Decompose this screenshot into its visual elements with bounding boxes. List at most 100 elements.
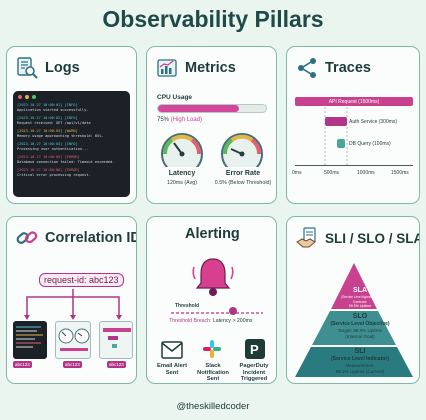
mini-log-panel xyxy=(13,321,47,359)
log-timestamp: [2023-10-27 10:00:05] xyxy=(17,155,65,159)
email-alert-label: Email Alert Sent xyxy=(156,363,188,376)
cpu-usage-value: 75% (High Load) xyxy=(157,117,203,123)
logs-title: Logs xyxy=(45,60,80,76)
log-lines: [2023-10-27 10:00:01] [INFO]Application … xyxy=(17,103,126,178)
page-title: Observability Pillars xyxy=(102,6,324,32)
sla-detail: 99.5% Uptime xyxy=(348,304,372,308)
correlation-card: Correlation ID request-id: abc123 xyxy=(6,216,137,384)
log-message: Application started successfully. xyxy=(17,108,89,112)
trace-tick: 0ms xyxy=(292,170,302,176)
sli-sub: (Service Level Indicator) xyxy=(331,356,389,362)
email-icon xyxy=(161,341,183,359)
mini-metrics-panel xyxy=(55,321,91,359)
latency-label: Latency xyxy=(168,170,196,177)
sli-detail: Measurement: xyxy=(345,363,375,368)
pagerduty-icon: P xyxy=(245,339,265,359)
cpu-usage-label: CPU Usage xyxy=(157,94,193,101)
cpu-usage-fill xyxy=(158,105,239,112)
sli-title: SLI / SLO / SLA xyxy=(325,230,420,246)
correlation-tag-traces: abc123 xyxy=(107,361,126,368)
threshold-label: Threshold xyxy=(175,303,200,309)
slo-label: SLO xyxy=(352,313,368,320)
log-level: [INFO] xyxy=(64,103,78,107)
trace-span-auth-label: Auth Service (300ms) xyxy=(349,119,398,125)
error-rate-label: Error Rate xyxy=(225,170,261,177)
trace-tick: 1500ms xyxy=(391,170,409,176)
threshold-breach-text: Threshold Breach: Latency > 200ms xyxy=(169,318,253,324)
log-message: Critical error processing request. xyxy=(17,173,91,177)
metrics-card: Metrics CPU Usage 75% (High Load) Latenc… xyxy=(146,46,277,204)
trace-guides xyxy=(324,107,348,165)
traces-card: Traces API Request (1500ms) Auth Service… xyxy=(286,46,420,204)
log-timestamp: [2023-10-27 10:00:04] xyxy=(17,142,65,146)
slo-sub: (Service Level Objective) xyxy=(330,321,390,327)
log-message: Request received: GET /api/v1/data xyxy=(17,121,91,125)
log-timestamp: [2023-10-27 10:00:03] xyxy=(17,129,65,133)
mini-gauges-icon xyxy=(58,328,90,351)
log-level: [ERROR] xyxy=(64,168,80,172)
sla-detail: Contract: xyxy=(352,300,368,304)
log-terminal: [2023-10-27 10:00:01] [INFO]Application … xyxy=(13,91,130,197)
log-level: [INFO] xyxy=(64,142,78,146)
trace-span-db-query xyxy=(337,139,345,148)
log-message: Database connection failed: Timeout exce… xyxy=(17,160,115,164)
log-message: Memory usage approaching threshold: 85%. xyxy=(17,134,104,138)
log-entry: [2023-10-27 10:00:01] [INFO] xyxy=(17,103,126,108)
log-timestamp: [2023-10-27 10:00:02] xyxy=(17,116,65,120)
sla-pyramid xyxy=(295,263,413,377)
log-entry: [2023-10-27 10:00:02] [INFO] xyxy=(17,116,126,121)
log-message: Processing user authentication... xyxy=(17,147,89,151)
trace-span-auth-service xyxy=(325,117,347,126)
threshold-line xyxy=(171,307,263,315)
sli-label: SLI xyxy=(354,348,366,355)
log-entry: [2023-10-27 10:00:03] [WARN] xyxy=(17,129,126,134)
bar-chart-icon xyxy=(157,59,177,77)
metrics-title: Metrics xyxy=(185,60,236,76)
slo-detail: Target: 99.9% Uptime xyxy=(337,328,383,333)
sla-sub: (Service Level Agreement) xyxy=(341,295,379,299)
sla-detail: (Customer Guarantee with refund clause) xyxy=(334,308,386,312)
slack-notification-label: Slack Notification Sent xyxy=(197,363,229,382)
trace-tick: 500ms xyxy=(324,170,340,176)
latency-value: 120ms (Avg) xyxy=(167,180,197,186)
slo-detail: (Internal Goal) xyxy=(345,334,375,339)
log-entry: [2023-10-27 10:00:05] [ERROR] xyxy=(17,155,126,160)
pagerduty-incident-label: PagerDuty Incident Triggered xyxy=(239,363,269,382)
handshake-document-icon xyxy=(296,227,316,248)
error-rate-value: 0.5% (Below Threshold) xyxy=(214,180,272,186)
bell-icon xyxy=(192,258,234,296)
sla-label: SLA xyxy=(353,287,367,294)
log-entry: [2023-10-27 10:00:04] [INFO] xyxy=(17,142,126,147)
correlation-tag-metrics: abc123 xyxy=(63,361,82,368)
log-level: [WARN] xyxy=(64,129,78,133)
alerting-title: Alerting xyxy=(185,226,240,242)
sli-card: SLI / SLO / SLA SLA (Service Level Agree… xyxy=(286,216,420,384)
slack-icon xyxy=(203,340,221,358)
correlation-title: Correlation ID xyxy=(45,230,137,246)
trace-span-api-request: API Request (1500ms) xyxy=(295,97,413,106)
chain-link-icon xyxy=(16,231,38,244)
log-level: [INFO] xyxy=(64,116,78,120)
svg-text:P: P xyxy=(250,342,259,357)
terminal-window-dots xyxy=(18,95,36,99)
mini-log-lines xyxy=(16,326,43,348)
footer-handle: @theskilledcoder xyxy=(176,401,250,412)
correlation-tag-logs: abc123 xyxy=(13,361,32,368)
alerting-card: Alerting Threshold Threshold Breach: Lat… xyxy=(146,216,277,384)
latency-gauge-icon xyxy=(161,133,203,167)
mini-trace-panel xyxy=(99,321,133,359)
trace-time-axis xyxy=(295,165,413,166)
log-entry: [2023-10-27 10:00:06] [ERROR] xyxy=(17,168,126,173)
logs-card: Logs [2023-10-27 10:00:01] [INFO]Applica… xyxy=(6,46,137,204)
trace-tick: 1000ms xyxy=(357,170,375,176)
log-timestamp: [2023-10-27 10:00:01] xyxy=(17,103,65,107)
trace-span-db-label: DB Query (100ms) xyxy=(349,141,391,147)
cpu-usage-bar xyxy=(157,104,267,113)
log-level: [ERROR] xyxy=(64,155,80,159)
request-id-badge: request-id: abc123 xyxy=(39,273,124,287)
sli-detail: 99.2% Uptime (Current) xyxy=(335,369,385,374)
document-search-icon xyxy=(17,57,38,79)
share-nodes-icon xyxy=(298,58,316,78)
traces-title: Traces xyxy=(325,60,371,76)
mini-trace-bars xyxy=(103,328,131,348)
